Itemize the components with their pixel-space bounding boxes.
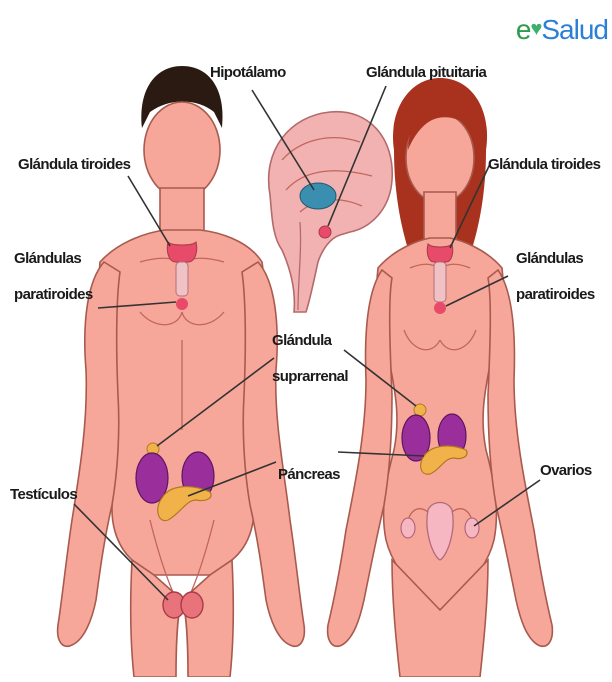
label-paratiroides-left-line1: Glándulas xyxy=(14,248,81,270)
female-neck xyxy=(424,192,456,240)
label-suprarrenal-line1: Glándula xyxy=(272,330,331,352)
male-trachea xyxy=(176,262,188,296)
female-right-arm xyxy=(488,270,552,646)
female-trachea xyxy=(434,262,446,302)
male-parathyroid xyxy=(176,298,188,310)
female-left-arm xyxy=(328,270,392,646)
logo-prefix: e xyxy=(516,14,531,45)
male-head xyxy=(144,102,220,198)
pituitary-gland xyxy=(319,226,331,238)
label-ovarios: Ovarios xyxy=(540,460,592,482)
male-neck xyxy=(160,188,204,235)
female-right-ovary xyxy=(465,518,479,538)
logo-suffix: Salud xyxy=(541,14,608,45)
label-pancreas: Páncreas xyxy=(278,464,340,486)
label-paratiroides-right-line1: Glándulas xyxy=(516,248,583,270)
label-paratiroides-left-line2: paratiroides xyxy=(14,284,93,306)
label-suprarrenal-line2: suprarrenal xyxy=(272,366,348,388)
hypothalamus xyxy=(300,183,336,209)
female-left-ovary xyxy=(401,518,415,538)
brain xyxy=(269,112,393,312)
male-thyroid xyxy=(167,242,196,262)
male-right-arm xyxy=(242,262,304,646)
label-testiculos: Testículos xyxy=(10,484,77,506)
male-left-arm xyxy=(58,262,120,646)
label-paratiroides-right-line2: paratiroides xyxy=(516,284,595,306)
female-thyroid xyxy=(427,244,453,262)
esalud-logo: e♥Salud xyxy=(516,14,608,46)
male-right-leg xyxy=(182,560,233,677)
heart-icon: ♥ xyxy=(531,18,542,40)
female-parathyroid xyxy=(434,302,446,314)
brain-illustration xyxy=(269,112,393,312)
label-tiroides-left: Glándula tiroides xyxy=(18,154,130,176)
label-tiroides-right: Glándula tiroides xyxy=(488,154,600,176)
label-hipotalamo: Hipotálamo xyxy=(210,62,286,84)
label-pituitaria: Glándula pituitaria xyxy=(366,62,486,84)
